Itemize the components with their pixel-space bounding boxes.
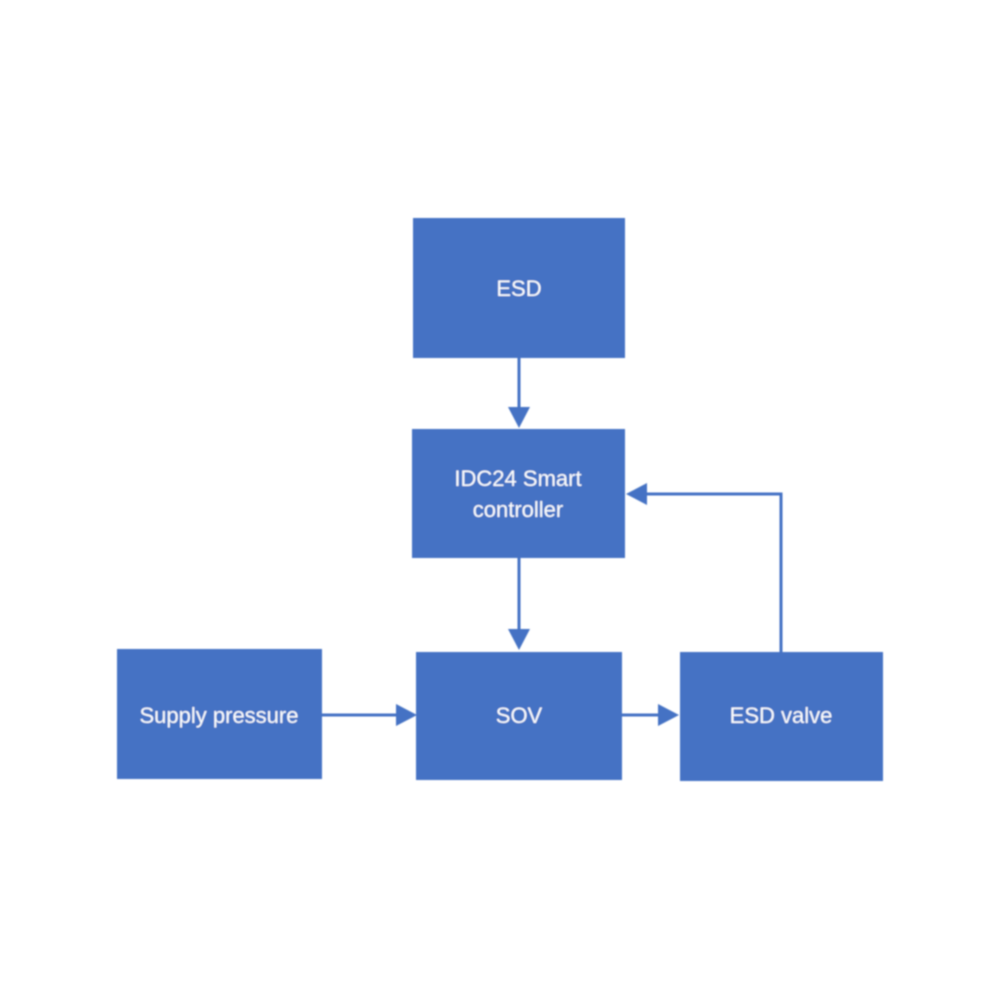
svg-text:controller: controller bbox=[473, 497, 563, 522]
svg-text:ESD valve: ESD valve bbox=[730, 703, 833, 728]
svg-text:IDC24 Smart: IDC24 Smart bbox=[454, 466, 581, 491]
svg-text:ESD: ESD bbox=[496, 276, 541, 301]
svg-text:Supply pressure: Supply pressure bbox=[140, 703, 299, 728]
svg-text:SOV: SOV bbox=[496, 703, 543, 728]
